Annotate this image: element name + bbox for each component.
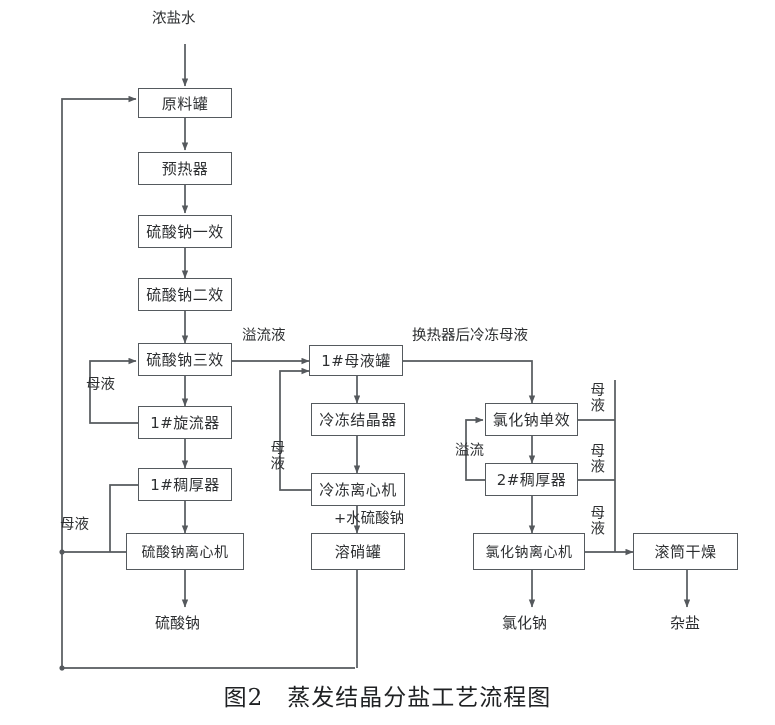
node-nitrate-dissolving-tank[interactable]: 溶硝罐: [311, 533, 405, 570]
stream-label-mother-liquor-nacl-1: 母液: [588, 382, 605, 413]
node-cyclone-1[interactable]: 1#旋流器: [138, 406, 232, 439]
node-nacl-centrifuge[interactable]: 氯化钠离心机: [473, 533, 585, 570]
stream-label-mother-liquor-nacl-3: 母液: [588, 505, 605, 536]
stream-label-feed-in: 浓盐水: [152, 11, 196, 27]
stream-label-mother-liquor-nacl-2: 母液: [588, 443, 605, 474]
stream-label-mother-liquor-cyclone: 母液: [86, 377, 115, 393]
node-na2so4-effect3[interactable]: 硫酸钠三效: [138, 343, 232, 376]
stream-label-overflow-nacl: 溢流: [455, 443, 484, 459]
stream-label-after-heat-exchanger: 换热器后冷冻母液: [412, 328, 528, 344]
stream-label-overflow-liquid: 溢流液: [242, 328, 286, 344]
output-sodium-chloride: 氯化钠: [502, 614, 548, 632]
node-preheater[interactable]: 预热器: [138, 152, 232, 185]
node-na2so4-effect2[interactable]: 硫酸钠二效: [138, 278, 232, 311]
node-mother-liquor-tank-1[interactable]: 1#母液罐: [309, 345, 403, 376]
stream-label-hydrated-sodium-sulfate: +水硫酸钠: [334, 511, 405, 527]
node-thickener-1[interactable]: 1#稠厚器: [138, 468, 232, 501]
stream-label-mother-liquor-centrifuge: 母液: [60, 517, 89, 533]
node-freeze-crystallizer[interactable]: 冷冻结晶器: [311, 403, 405, 436]
figure-caption: 图2 蒸发结晶分盐工艺流程图: [223, 685, 552, 711]
node-freeze-centrifuge[interactable]: 冷冻离心机: [311, 473, 405, 506]
node-nacl-single-effect[interactable]: 氯化钠单效: [485, 403, 578, 436]
node-na2so4-effect1[interactable]: 硫酸钠一效: [138, 215, 232, 248]
node-drum-dryer[interactable]: 滚筒干燥: [633, 533, 738, 570]
stream-label-mother-liquor-freeze: 母液: [268, 440, 285, 471]
node-thickener-2[interactable]: 2#稠厚器: [485, 463, 578, 496]
node-na2so4-centrifuge[interactable]: 硫酸钠离心机: [126, 533, 244, 570]
output-sodium-sulfate: 硫酸钠: [155, 614, 201, 632]
output-mixed-salt: 杂盐: [670, 614, 701, 632]
node-feed-tank[interactable]: 原料罐: [138, 88, 232, 118]
